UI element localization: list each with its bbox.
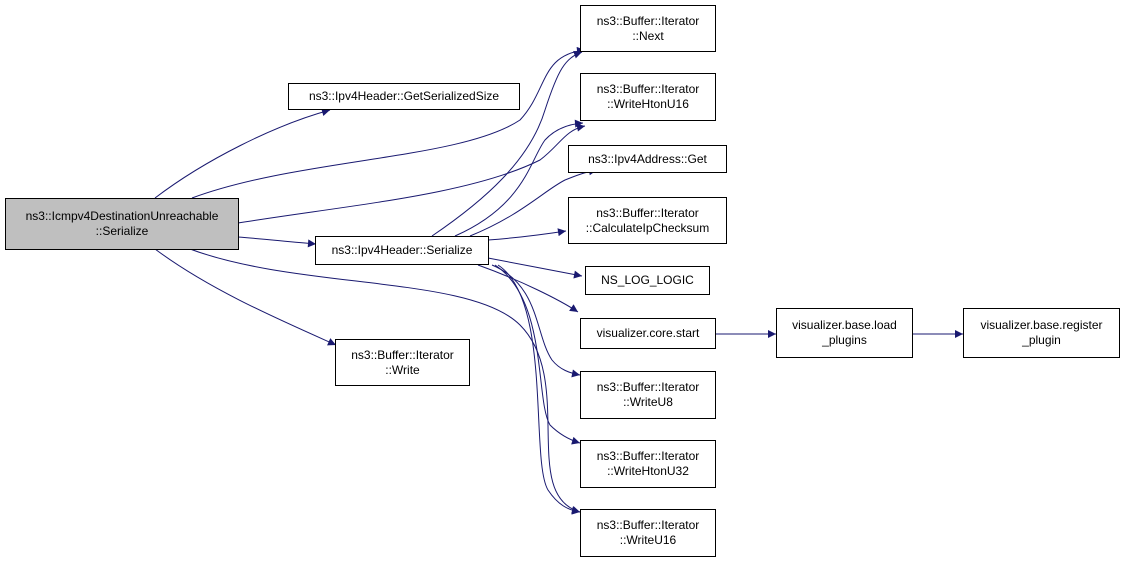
edge-root-to-iterator-next xyxy=(191,46,586,199)
node-label-line1: ns3::Buffer::Iterator xyxy=(596,518,700,532)
node-iterator-writeu8[interactable]: ns3::Buffer::Iterator ::WriteU8 xyxy=(580,371,716,419)
edge-serialize-to-write-htonu16 xyxy=(454,119,584,237)
node-iterator-calculate-ip-checksum[interactable]: ns3::Buffer::Iterator ::CalculateIpCheck… xyxy=(568,197,727,244)
node-label-line1: ns3::Buffer::Iterator xyxy=(351,347,454,362)
node-label-line1: visualizer.base.load xyxy=(792,318,897,332)
node-label-line2: ::WriteHtonU32 xyxy=(607,464,689,478)
node-label-line1: ns3::Buffer::Iterator xyxy=(596,205,699,220)
node-label-line1: ns3::Ipv4Header::Serialize xyxy=(331,243,473,257)
edge-serialize-to-iterator-writeu16 xyxy=(497,264,581,515)
node-label-line1: ns3::Buffer::Iterator xyxy=(596,13,700,28)
node-label-line1: ns3::Ipv4Address::Get xyxy=(588,151,707,166)
node-label-line2: ::CalculateIpChecksum xyxy=(585,220,710,235)
edge-serialize-to-ns-log-logic xyxy=(487,257,583,279)
node-label-line2: ::WriteHtonU16 xyxy=(607,97,689,111)
node-iterator-write-htonu32[interactable]: ns3::Buffer::Iterator ::WriteHtonU32 xyxy=(580,440,716,488)
node-label-line2: ::Next xyxy=(632,28,664,43)
node-icmpv4-destination-unreachable-serialize[interactable]: ns3::Icmpv4DestinationUnreachable ::Seri… xyxy=(5,198,239,250)
node-label-line1: ns3::Ipv4Header::GetSerializedSize xyxy=(308,89,500,103)
edge-root-to-iterator-write xyxy=(154,248,337,346)
node-label-line1: ns3::Buffer::Iterator xyxy=(596,380,700,394)
edge-root-to-get-serialized-size xyxy=(154,108,331,199)
edge-root-to-iterator-writeu16 xyxy=(189,248,581,514)
node-label-line1: visualizer.base.register xyxy=(980,318,1103,332)
edge-serialize-to-iterator-next xyxy=(431,50,583,237)
node-label-line1: NS_LOG_LOGIC xyxy=(601,273,694,287)
node-ns-log-logic[interactable]: NS_LOG_LOGIC xyxy=(585,266,710,295)
node-label-line1: ns3::Buffer::Iterator xyxy=(596,82,700,96)
node-label-line1: visualizer.core.start xyxy=(596,326,700,340)
node-label-line1: ns3::Icmpv4DestinationUnreachable xyxy=(25,209,219,223)
node-label-line2: _plugin xyxy=(1022,333,1061,347)
edge-root-to-ipv4header-serialize xyxy=(237,236,317,248)
edge-serialize-to-iterator-writeu8 xyxy=(491,264,581,378)
node-label-line2: ::WriteU16 xyxy=(619,533,677,547)
edge-serialize-to-calc-checksum xyxy=(487,228,567,241)
node-iterator-write[interactable]: ns3::Buffer::Iterator ::Write xyxy=(335,339,470,386)
node-visualizer-core-start[interactable]: visualizer.core.start xyxy=(580,318,716,349)
node-label-line2: _plugins xyxy=(822,333,867,347)
node-visualizer-base-load-plugins[interactable]: visualizer.base.load _plugins xyxy=(776,308,913,358)
node-iterator-writeu16[interactable]: ns3::Buffer::Iterator ::WriteU16 xyxy=(580,509,716,557)
node-label-line2: ::Write xyxy=(385,362,420,377)
node-ipv4header-serialize[interactable]: ns3::Ipv4Header::Serialize xyxy=(315,236,489,265)
node-label-line1: ns3::Buffer::Iterator xyxy=(596,449,700,463)
node-iterator-write-htonu16[interactable]: ns3::Buffer::Iterator ::WriteHtonU16 xyxy=(580,73,716,121)
edge-serialize-to-visualizer-core-start xyxy=(477,264,579,313)
node-ipv4header-get-serialized-size[interactable]: ns3::Ipv4Header::GetSerializedSize xyxy=(288,83,520,110)
edge-serialize-to-write-htonu32 xyxy=(494,264,581,445)
node-label-line2: ::WriteU8 xyxy=(623,395,673,409)
node-ipv4address-get[interactable]: ns3::Ipv4Address::Get xyxy=(568,145,727,173)
node-visualizer-base-register-plugin[interactable]: visualizer.base.register _plugin xyxy=(963,308,1120,358)
node-iterator-next[interactable]: ns3::Buffer::Iterator ::Next xyxy=(580,5,716,52)
node-label-line2: ::Serialize xyxy=(95,224,149,238)
edge-root-to-write-htonu16 xyxy=(237,123,586,224)
